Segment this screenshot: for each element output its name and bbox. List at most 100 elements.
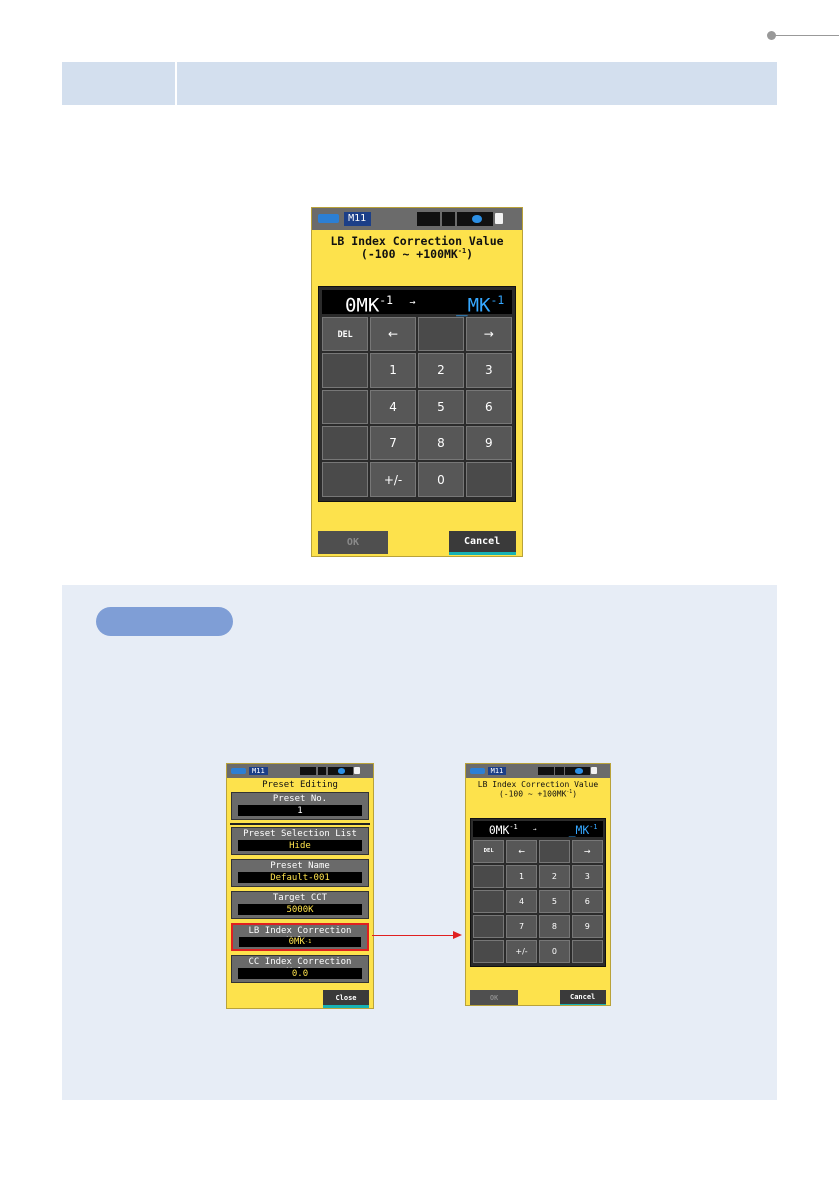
key-blank bbox=[473, 939, 505, 964]
preset-editing-screen: M11 Preset Editing Preset No. 1 Preset S… bbox=[226, 763, 374, 1009]
back-icon[interactable] bbox=[231, 767, 246, 774]
title-line1: LB Index Correction Value bbox=[477, 780, 599, 789]
cancel-button[interactable]: Cancel bbox=[448, 531, 516, 555]
sign-toggle-button[interactable]: +/- bbox=[506, 939, 537, 964]
key-5[interactable]: 5 bbox=[538, 889, 570, 913]
status-indicator bbox=[555, 766, 564, 776]
arrow-right-icon: → bbox=[532, 826, 537, 834]
status-dot-icon bbox=[471, 214, 483, 224]
key-9[interactable]: 9 bbox=[571, 914, 603, 938]
back-icon[interactable] bbox=[470, 767, 485, 774]
current-value: 0MK-1 bbox=[488, 823, 518, 838]
cursor-left-button[interactable]: ← bbox=[370, 316, 416, 352]
title-line2: (-100 ~ +100MK-1) bbox=[360, 246, 474, 261]
key-4[interactable]: 4 bbox=[370, 389, 416, 425]
value-display: 0MK-1 → _MK-1 bbox=[473, 821, 603, 838]
key-blank bbox=[473, 914, 505, 938]
memory-indicator: M11 bbox=[248, 766, 268, 776]
field-target-cct[interactable]: Target CCT 5000K bbox=[231, 891, 369, 919]
screen-title: LB Index Correction Value (-100 ~ +100MK… bbox=[466, 780, 610, 800]
section-header-band bbox=[62, 62, 777, 105]
lb-correction-screen-small: M11 LB Index Correction Value (-100 ~ +1… bbox=[465, 763, 611, 1006]
status-bar: M11 bbox=[466, 764, 610, 778]
lock-icon bbox=[591, 767, 598, 775]
key-3[interactable]: 3 bbox=[571, 864, 603, 888]
key-6[interactable]: 6 bbox=[465, 389, 512, 425]
value-display: 0MK-1 → _MK-1 bbox=[322, 290, 512, 317]
memory-indicator: M11 bbox=[343, 211, 371, 227]
key-2[interactable]: 2 bbox=[538, 864, 570, 888]
status-indicator bbox=[417, 211, 441, 227]
delete-button[interactable]: DEL bbox=[473, 839, 505, 863]
key-6[interactable]: 6 bbox=[571, 889, 603, 913]
key-5[interactable]: 5 bbox=[417, 389, 464, 425]
key-8[interactable]: 8 bbox=[417, 426, 464, 461]
lock-icon bbox=[494, 212, 504, 225]
key-3[interactable]: 3 bbox=[465, 353, 512, 388]
memory-indicator: M11 bbox=[487, 766, 507, 776]
key-9[interactable]: 9 bbox=[465, 426, 512, 461]
arrow-right-icon: → bbox=[409, 297, 416, 309]
key-blank bbox=[465, 462, 512, 497]
cursor-left-button[interactable]: ← bbox=[506, 839, 537, 863]
field-preset-no[interactable]: Preset No. 1 bbox=[231, 792, 369, 820]
page-edge-dot bbox=[767, 31, 776, 40]
field-value: 0MK-1 bbox=[238, 936, 362, 947]
lock-icon bbox=[354, 767, 360, 775]
lb-correction-screen: M11 LB Index Correction Value (-100 ~ +1… bbox=[311, 207, 523, 557]
key-blank bbox=[322, 389, 369, 425]
status-indicator bbox=[300, 766, 317, 776]
field-value: 0.0 bbox=[237, 968, 363, 980]
status-dot-icon bbox=[575, 768, 583, 774]
cursor-right-button[interactable]: → bbox=[571, 839, 603, 863]
field-value: 1 bbox=[237, 805, 363, 817]
field-label: Target CCT bbox=[272, 893, 328, 904]
field-value: 5000K bbox=[237, 904, 363, 916]
key-7[interactable]: 7 bbox=[506, 914, 537, 938]
field-lb-index-correction[interactable]: LB Index Correction Value 0MK-1 bbox=[231, 923, 369, 951]
arrow-head-icon bbox=[453, 931, 462, 939]
key-blank bbox=[417, 316, 464, 352]
key-blank bbox=[571, 939, 603, 964]
header-divider bbox=[175, 62, 177, 105]
key-blank bbox=[322, 462, 369, 497]
key-4[interactable]: 4 bbox=[506, 889, 537, 913]
divider bbox=[229, 823, 371, 825]
field-preset-selection-list[interactable]: Preset Selection List Hide bbox=[231, 827, 369, 855]
key-0[interactable]: 0 bbox=[538, 939, 570, 964]
status-bar: M11 bbox=[227, 764, 373, 778]
current-value: 0MK-1 bbox=[344, 293, 393, 317]
key-blank bbox=[322, 426, 369, 461]
ok-button[interactable]: OK bbox=[470, 990, 518, 1005]
key-7[interactable]: 7 bbox=[370, 426, 416, 461]
key-1[interactable]: 1 bbox=[370, 353, 416, 388]
field-preset-name[interactable]: Preset Name Default-001 bbox=[231, 859, 369, 887]
key-2[interactable]: 2 bbox=[417, 353, 464, 388]
key-blank bbox=[538, 839, 570, 863]
ok-button[interactable]: OK bbox=[318, 531, 388, 554]
delete-button[interactable]: DEL bbox=[322, 316, 369, 352]
note-label-pill bbox=[96, 607, 233, 636]
field-cc-index-correction[interactable]: CC Index Correction Value 0.0 bbox=[231, 955, 369, 983]
screen-title: LB Index Correction Value (-100 ~ +100MK… bbox=[312, 235, 522, 261]
status-bar: M11 bbox=[312, 208, 522, 230]
new-value: _MK-1 bbox=[568, 823, 598, 838]
title-line2: (-100 ~ +100MK-1) bbox=[498, 789, 578, 799]
key-1[interactable]: 1 bbox=[506, 864, 537, 888]
key-8[interactable]: 8 bbox=[538, 914, 570, 938]
sign-toggle-button[interactable]: +/- bbox=[370, 462, 416, 497]
status-dot-icon bbox=[337, 768, 346, 774]
note-panel bbox=[62, 585, 777, 1100]
key-0[interactable]: 0 bbox=[417, 462, 464, 497]
close-button[interactable]: Close bbox=[323, 990, 369, 1008]
back-icon[interactable] bbox=[318, 213, 340, 224]
cursor-right-button[interactable]: → bbox=[465, 316, 512, 352]
cancel-button[interactable]: Cancel bbox=[559, 990, 606, 1005]
new-value: _MK-1 bbox=[456, 293, 505, 317]
status-indicator bbox=[442, 211, 455, 227]
screen-title: Preset Editing bbox=[262, 780, 338, 790]
title-line1: LB Index Correction Value bbox=[330, 234, 504, 248]
